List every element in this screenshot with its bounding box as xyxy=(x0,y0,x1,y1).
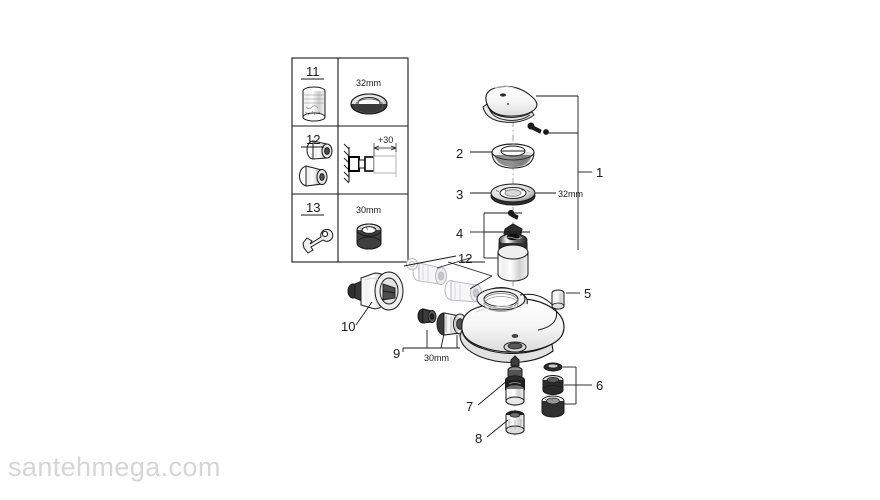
table-row-number-11: 11 xyxy=(306,64,320,79)
callout-6-aerator-set: 6 xyxy=(596,378,603,393)
callout-10-diverter-knob: 10 xyxy=(341,319,355,334)
leader-lines xyxy=(355,95,592,438)
callout-8-end-piece: 8 xyxy=(475,431,482,446)
part-cap-2 xyxy=(491,143,535,169)
size-label-32mm-table: 32mm xyxy=(356,78,381,88)
size-label-30mm-table: 30mm xyxy=(356,205,381,215)
table-tool-socket-30mm xyxy=(356,223,382,250)
part-aerator-housing-6 xyxy=(541,395,565,418)
part-handle-set-screw xyxy=(527,122,549,135)
table-row-number-12: 12 xyxy=(306,132,320,147)
part-cartridge-4 xyxy=(497,223,529,282)
part-lever-handle xyxy=(482,85,538,123)
callout-2-cap: 2 xyxy=(456,146,463,161)
size-label-plus-30: +30 xyxy=(378,135,393,145)
table-part-sleeve-11 xyxy=(301,78,326,122)
part-diverter-knob-10 xyxy=(347,271,404,311)
leader-line-12 xyxy=(403,255,457,267)
part-aerator-insert-6 xyxy=(542,375,564,395)
part-union-washer-9 xyxy=(417,308,437,324)
size-label-32mm-ring: 32mm xyxy=(558,189,583,199)
table-row-number-13: 13 xyxy=(306,200,320,215)
callout-4-cartridge: 4 xyxy=(456,226,463,241)
part-threaded-ring-3 xyxy=(490,183,536,206)
part-eccentric-connectors-ghost xyxy=(406,258,482,303)
callout-5-plug-cap: 5 xyxy=(584,286,591,301)
callout-7-diverter-spindle: 7 xyxy=(466,399,473,414)
size-leader-lines xyxy=(440,333,445,349)
part-plug-cap-5 xyxy=(551,289,565,310)
table-number-underlines xyxy=(301,78,324,216)
part-mixer-body xyxy=(459,287,565,363)
part-end-piece-8 xyxy=(505,410,525,435)
table-tool-socket-32mm xyxy=(350,93,388,115)
table-part-eccentrics-12 xyxy=(299,140,333,187)
part-outlet-socket xyxy=(503,341,527,353)
table-part-wrench-13 xyxy=(302,228,334,254)
size-label-30mm-nut: 30mm xyxy=(424,353,449,363)
callout-1-handle-assembly: 1 xyxy=(596,165,603,180)
site-watermark: santehmega.com xyxy=(8,452,221,482)
callout-9-union-nut: 9 xyxy=(393,346,400,361)
callout-3-threaded-ring: 3 xyxy=(456,187,463,202)
part-aerator-oring-6 xyxy=(543,362,563,372)
part-diverter-spindle-7 xyxy=(505,355,525,406)
callout-12-eccentric-connectors: 12 xyxy=(458,251,472,266)
table-diagram-wall-extension xyxy=(343,143,397,184)
